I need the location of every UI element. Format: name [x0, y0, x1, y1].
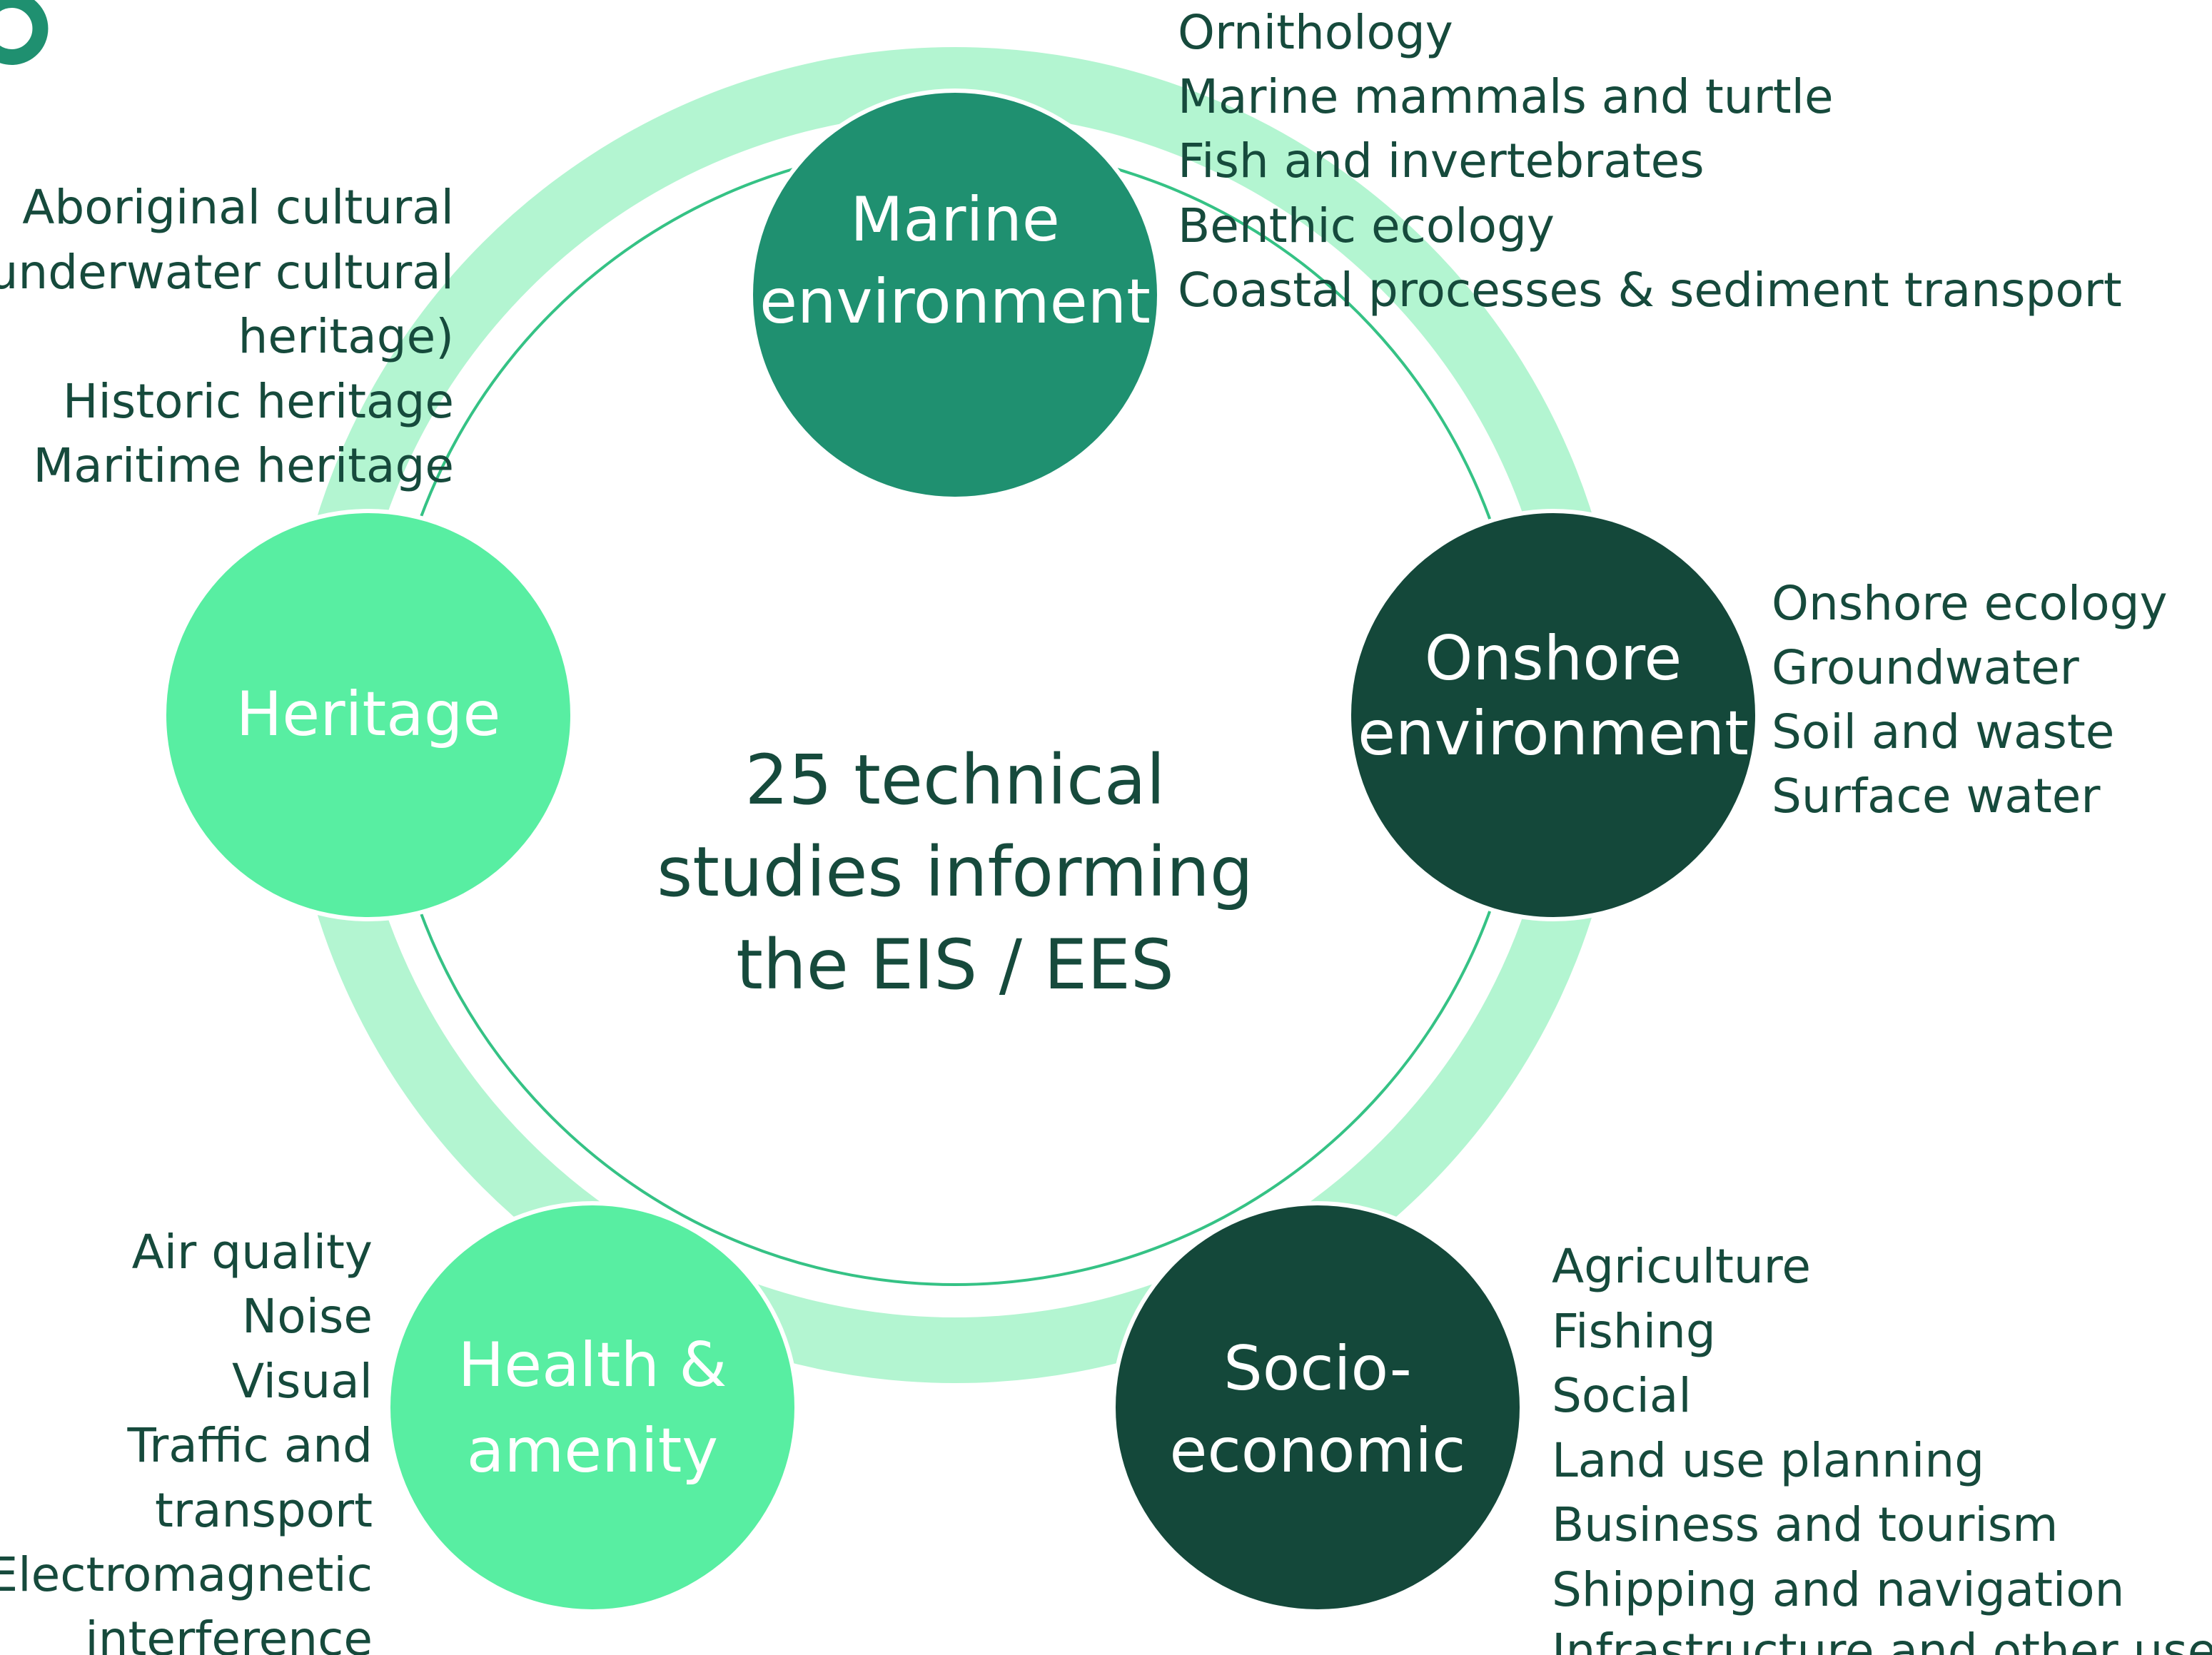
study-visual: Visual: [232, 1354, 373, 1409]
node-fill-heritage: [166, 513, 570, 917]
node-label-health-2: amenity: [467, 1415, 718, 1487]
node-label-socio-2: economic: [1170, 1415, 1466, 1487]
study-benthic-ecology: Benthic ecology: [1178, 198, 1555, 253]
socio-studies-list: Agriculture Fishing Social Land use plan…: [1552, 1239, 2212, 1655]
node-label-marine-2: environment: [759, 266, 1151, 338]
study-fishing: Fishing: [1552, 1304, 1716, 1359]
onshore-studies-list: Onshore ecology Groundwater Soil and was…: [1772, 576, 2168, 824]
node-label-health-1: Health &: [458, 1330, 727, 1401]
node-marine-environment: Marine environment: [749, 88, 1161, 501]
study-ornithology: Ornithology: [1178, 5, 1453, 60]
study-business-tourism: Business and tourism: [1552, 1497, 2058, 1552]
study-coastal-processes: Coastal processes & sediment transport: [1178, 263, 2122, 318]
node-label-marine-1: Marine: [850, 184, 1060, 255]
health-studies-list: Air quality Noise Visual Traffic and tra…: [0, 1225, 373, 1655]
logo-mark: [0, 0, 49, 65]
node-fill-marine: [753, 93, 1157, 497]
node-label-heritage: Heritage: [236, 679, 501, 750]
node-socio-economic: Socio- economic: [1111, 1201, 1524, 1614]
study-noise: Noise: [242, 1289, 373, 1344]
study-onshore-ecology: Onshore ecology: [1772, 576, 2168, 631]
node-label-onshore-1: Onshore: [1425, 623, 1682, 694]
study-emi-1: Electromagnetic: [0, 1547, 373, 1602]
study-aboriginal-3: heritage): [238, 309, 454, 364]
center-line-2: studies informing: [657, 832, 1253, 912]
study-soil-waste: Soil and waste: [1772, 704, 2114, 759]
node-label-socio-1: Socio-: [1223, 1333, 1412, 1405]
node-health-amenity: Health & amenity: [386, 1201, 799, 1614]
study-land-use: Land use planning: [1552, 1433, 1984, 1488]
study-shipping: Shipping and navigation: [1552, 1562, 2124, 1617]
node-fill-health: [390, 1205, 794, 1609]
study-traffic-1: Traffic and: [127, 1418, 373, 1473]
study-aboriginal-2: l underwater cultural: [0, 245, 454, 300]
marine-studies-list: Ornithology Marine mammals and turtle Fi…: [1178, 5, 2122, 318]
node-fill-onshore: [1351, 513, 1755, 917]
study-marine-mammals: Marine mammals and turtle: [1178, 69, 1834, 124]
node-onshore-environment: Onshore environment: [1347, 509, 1759, 921]
study-historic-heritage: Historic heritage: [63, 374, 454, 429]
study-maritime-heritage: Maritime heritage: [33, 438, 454, 493]
study-emi-2: interference: [85, 1611, 373, 1655]
center-line-3: the EIS / EES: [736, 925, 1174, 1005]
study-agriculture: Agriculture: [1552, 1239, 1811, 1294]
center-line-1: 25 technical: [745, 740, 1166, 820]
study-groundwater: Groundwater: [1772, 640, 2080, 695]
study-infrastructure: Infrastructure and other users: [1552, 1624, 2212, 1655]
study-aboriginal-1: Aboriginal cultural: [22, 180, 454, 235]
study-fish-invertebrates: Fish and invertebrates: [1178, 133, 1705, 188]
study-traffic-2: transport: [155, 1483, 373, 1538]
center-title: 25 technical studies informing the EIS /…: [657, 740, 1253, 1005]
node-heritage: Heritage: [162, 509, 575, 921]
node-label-onshore-2: environment: [1358, 698, 1749, 769]
study-surface-water: Surface water: [1772, 769, 2101, 824]
node-fill-socio: [1116, 1205, 1520, 1609]
heritage-studies-list: Aboriginal cultural l underwater cultura…: [0, 180, 454, 493]
study-air-quality: Air quality: [132, 1225, 373, 1280]
study-social: Social: [1552, 1368, 1692, 1423]
